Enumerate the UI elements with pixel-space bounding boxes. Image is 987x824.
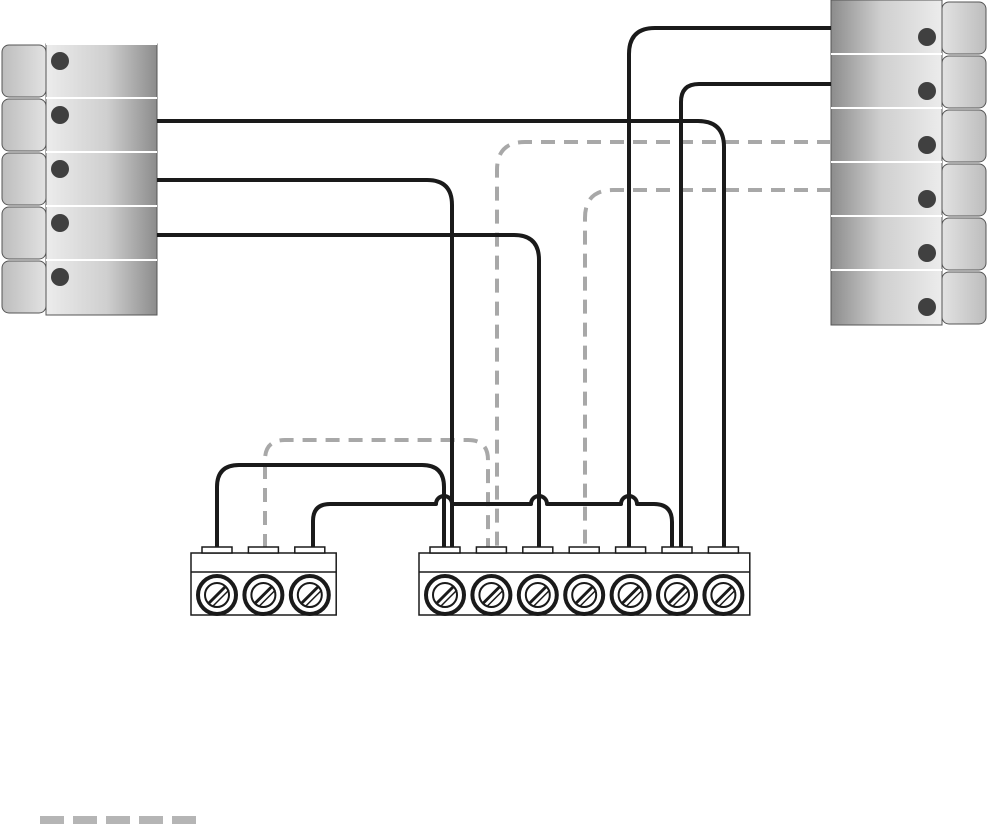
pin-dot (918, 82, 936, 100)
left-connector (2, 44, 157, 315)
pin-dot (51, 268, 69, 286)
solid-wire (217, 465, 444, 548)
right-connector (831, 0, 986, 325)
pin-dot (51, 52, 69, 70)
pin-dot (918, 190, 936, 208)
pin-dot (918, 298, 936, 316)
legend-dash (106, 816, 130, 824)
dashed-wires (265, 142, 831, 548)
solid-wire (681, 84, 831, 548)
pin-dot (918, 244, 936, 262)
solid-wire (157, 121, 724, 548)
solid-wire-jumper (313, 496, 672, 548)
terminal-block-large (419, 547, 750, 615)
solid-wires (157, 28, 831, 548)
legend-dashed-swatch (40, 816, 196, 824)
pin-dot (51, 160, 69, 178)
pin-dot (51, 214, 69, 232)
solid-wire (157, 235, 539, 548)
dashed-wire (585, 190, 831, 548)
legend-dash (40, 816, 64, 824)
legend-dash (73, 816, 97, 824)
terminal-block-small (191, 547, 336, 615)
legend-dash (139, 816, 163, 824)
pin-dot (51, 106, 69, 124)
pin-dot (918, 136, 936, 154)
solid-wire (629, 28, 831, 548)
legend-dash (172, 816, 196, 824)
dashed-wire (497, 142, 831, 548)
dashed-wire (265, 440, 488, 548)
pin-dot (918, 28, 936, 46)
